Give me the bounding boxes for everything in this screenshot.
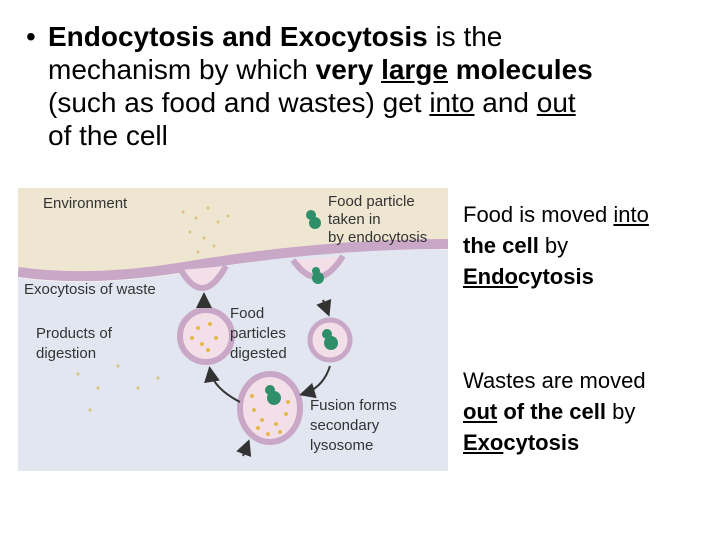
label-fusion-1: Fusion forms: [310, 397, 397, 414]
emphasis-exo: Exo: [463, 430, 503, 455]
bold-text: cytosis: [518, 264, 594, 289]
bullet-text-fragment: mechanism by which: [48, 54, 316, 85]
bullet-text-fragment: is the: [428, 21, 503, 52]
bullet-text-fragment: and: [474, 87, 536, 118]
bold-text: of the cell: [497, 399, 606, 424]
emphasis-into: into: [429, 87, 474, 118]
exo-line-1: Wastes are moved: [463, 365, 708, 396]
bullet-line-1: •Endocytosis and Exocytosis is the: [26, 20, 696, 53]
bullet-line-3: (such as food and wastes) get into and o…: [26, 86, 696, 119]
exo-line-3: Exocytosis: [463, 427, 708, 458]
secondary-lysosome-icon: [240, 374, 300, 442]
bullet-line-4: of the cell: [26, 119, 696, 152]
note-text: Wastes are moved: [463, 368, 646, 393]
emphasis-out: out: [537, 87, 576, 118]
exo-line-2: out of the cell by: [463, 396, 708, 427]
diagram-svg: Environment Food particle taken in by en…: [18, 188, 448, 471]
bold-text: very: [316, 54, 381, 85]
label-fusion-3: lysosome: [310, 437, 373, 454]
bold-text: molecules: [448, 54, 593, 85]
endo-line-2: the cell by: [463, 230, 708, 261]
emphasis-large: large: [381, 54, 448, 85]
label-food-digested-2: particles: [230, 325, 286, 342]
bullet-point: •: [26, 20, 48, 53]
bullet-text-fragment: (such as food and wastes) get: [48, 87, 429, 118]
emphasis-endo: Endo: [463, 264, 518, 289]
label-environment: Environment: [43, 195, 128, 212]
label-food-particle-2: taken in: [328, 211, 381, 228]
note-text: by: [539, 233, 568, 258]
label-food-digested-1: Food: [230, 305, 264, 322]
label-products-2: digestion: [36, 345, 96, 362]
endocytosis-diagram: Environment Food particle taken in by en…: [18, 188, 448, 471]
label-food-particle-1: Food particle: [328, 193, 415, 210]
digestion-vesicle-icon: [180, 310, 232, 362]
label-exocytosis-waste: Exocytosis of waste: [24, 281, 156, 298]
label-food-particle-3: by endocytosis: [328, 229, 427, 246]
label-products-1: Products of: [36, 325, 113, 342]
emphasis-out: out: [463, 399, 497, 424]
bullet-text-fragment: of the cell: [48, 120, 168, 151]
endocytosis-note: Food is moved into the cell by Endocytos…: [463, 199, 708, 292]
bold-text: cytosis: [503, 430, 579, 455]
note-text: by: [606, 399, 635, 424]
bullet-line-2: mechanism by which very large molecules: [26, 53, 696, 86]
note-text: Food is moved: [463, 202, 613, 227]
label-fusion-2: secondary: [310, 417, 380, 434]
emphasis-into: into: [613, 202, 648, 227]
food-vesicle-icon: [310, 320, 350, 360]
endo-line-1: Food is moved into: [463, 199, 708, 230]
exocytosis-note: Wastes are moved out of the cell by Exoc…: [463, 365, 708, 458]
label-food-digested-3: digested: [230, 345, 287, 362]
bold-text: the cell: [463, 233, 539, 258]
term-endo-exocytosis: Endocytosis and Exocytosis: [48, 21, 428, 52]
main-bullet-text: •Endocytosis and Exocytosis is the mecha…: [26, 20, 696, 152]
endo-line-3: Endocytosis: [463, 261, 708, 292]
